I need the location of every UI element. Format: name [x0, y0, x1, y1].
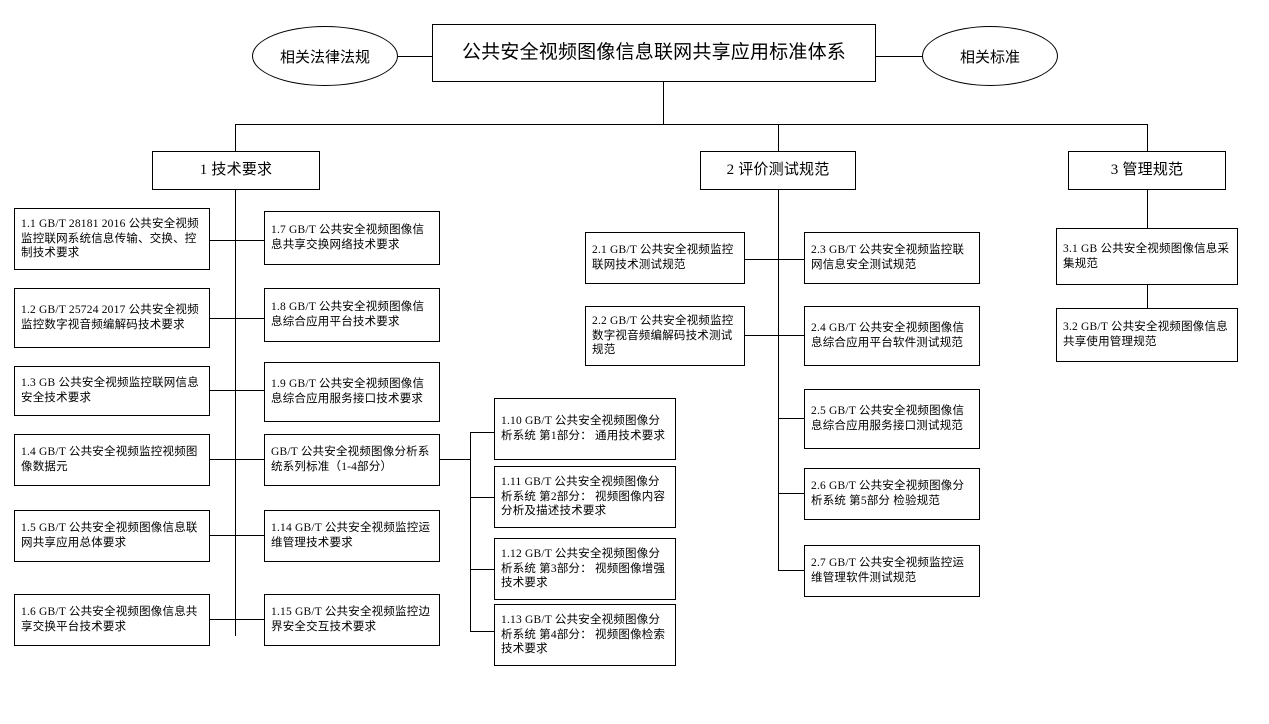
connector-arm-2-1 [745, 259, 779, 260]
connector-drop-branch-1 [235, 124, 236, 151]
connector-root-to-standards [876, 56, 924, 57]
node-2-1[interactable]: 2.1 GB/T 公共安全视频监控联网技术测试规范 [585, 232, 745, 284]
connector-arm-1-6 [210, 619, 236, 620]
connector-drop-3-2 [1147, 285, 1148, 308]
node-1-4[interactable]: 1.4 GB/T 公共安全视频监控视频图像数据元 [14, 434, 210, 486]
connector-arm-1-10 [470, 432, 494, 433]
connector-spine-branch-1 [235, 190, 236, 636]
node-1-8-label: 1.8 GB/T 公共安全视频图像信息综合应用平台技术要求 [271, 301, 425, 328]
node-2-6-label: 2.6 GB/T 公共安全视频图像分析系统 第5部分 检验规范 [811, 480, 965, 507]
node-root-label: 公共安全视频图像信息联网共享应用标准体系 [461, 41, 846, 63]
connector-arm-1-series [235, 459, 264, 460]
node-1-11[interactable]: 1.11 GB/T 公共安全视频图像分析系统 第2部分： 视频图像内容分析及描述… [494, 466, 676, 528]
node-1-7-label: 1.7 GB/T 公共安全视频图像信息共享交换网络技术要求 [271, 224, 425, 251]
node-1-15-label: 1.15 GB/T 公共安全视频监控边界安全交互技术要求 [271, 606, 431, 633]
node-2-7[interactable]: 2.7 GB/T 公共安全视频监控运维管理软件测试规范 [804, 545, 980, 597]
node-1-13[interactable]: 1.13 GB/T 公共安全视频图像分析系统 第4部分： 视频图像检索技术要求 [494, 604, 676, 666]
node-3-1[interactable]: 3.1 GB 公共安全视频图像信息采集规范 [1056, 228, 1238, 285]
connector-drop-branch-3 [1147, 124, 1148, 151]
node-1-11-label: 1.11 GB/T 公共安全视频图像分析系统 第2部分： 视频图像内容分析及描述… [501, 475, 666, 518]
connector-arm-1-13 [470, 631, 494, 632]
connector-arm-2-5 [778, 418, 804, 419]
node-root[interactable]: 公共安全视频图像信息联网共享应用标准体系 [432, 24, 876, 82]
node-1-12[interactable]: 1.12 GB/T 公共安全视频图像分析系统 第3部分： 视频图像增强技术要求 [494, 538, 676, 600]
node-1-6[interactable]: 1.6 GB/T 公共安全视频图像信息共享交换平台技术要求 [14, 594, 210, 646]
connector-spine-analysis [470, 432, 471, 631]
node-1-10-label: 1.10 GB/T 公共安全视频图像分析系统 第1部分： 通用技术要求 [501, 415, 666, 442]
node-2-3-label: 2.3 GB/T 公共安全视频监控联网信息安全测试规范 [811, 244, 965, 271]
node-1-series[interactable]: GB/T 公共安全视频图像分析系统系列标准（1-4部分） [264, 434, 440, 486]
node-1-5-label: 1.5 GB/T 公共安全视频图像信息联网共享应用总体要求 [21, 522, 198, 549]
node-2-1-label: 2.1 GB/T 公共安全视频监控联网技术测试规范 [592, 244, 734, 271]
node-1-15[interactable]: 1.15 GB/T 公共安全视频监控边界安全交互技术要求 [264, 594, 440, 646]
node-1-1-label: 1.1 GB/T 28181 2016 公共安全视频监控联网系统信息传输、交换、… [21, 217, 199, 260]
node-1-2[interactable]: 1.2 GB/T 25724 2017 公共安全视频监控数字视音频编解码技术要求 [14, 288, 210, 348]
node-1-9-label: 1.9 GB/T 公共安全视频图像信息综合应用服务接口技术要求 [271, 378, 425, 405]
node-branch-3-label: 3 管理规范 [1110, 161, 1184, 178]
node-1-7[interactable]: 1.7 GB/T 公共安全视频图像信息共享交换网络技术要求 [264, 211, 440, 265]
node-3-2-label: 3.2 GB/T 公共安全视频图像信息共享使用管理规范 [1063, 321, 1228, 348]
connector-arm-1-12 [470, 569, 494, 570]
connector-arm-1-5 [210, 535, 236, 536]
node-1-8[interactable]: 1.8 GB/T 公共安全视频图像信息综合应用平台技术要求 [264, 288, 440, 342]
connector-arm-2-7 [778, 570, 804, 571]
node-1-2-label: 1.2 GB/T 25724 2017 公共安全视频监控数字视音频编解码技术要求 [21, 304, 199, 331]
node-related-standards[interactable]: 相关标准 [922, 26, 1058, 86]
node-2-4[interactable]: 2.4 GB/T 公共安全视频图像信息综合应用平台软件测试规范 [804, 306, 980, 366]
connector-spine-branch-2 [778, 190, 779, 570]
connector-arm-2-2 [745, 335, 779, 336]
node-2-3[interactable]: 2.3 GB/T 公共安全视频监控联网信息安全测试规范 [804, 232, 980, 284]
connector-level2-bar [235, 124, 1147, 125]
connector-arm-1-11 [470, 497, 494, 498]
node-1-14-label: 1.14 GB/T 公共安全视频监控运维管理技术要求 [271, 522, 431, 549]
node-branch-1[interactable]: 1 技术要求 [152, 151, 320, 190]
connector-arm-1-14 [235, 535, 264, 536]
node-branch-3[interactable]: 3 管理规范 [1068, 151, 1226, 190]
node-3-2[interactable]: 3.2 GB/T 公共安全视频图像信息共享使用管理规范 [1056, 308, 1238, 362]
node-2-4-label: 2.4 GB/T 公共安全视频图像信息综合应用平台软件测试规范 [811, 322, 965, 349]
connector-drop-branch-2 [778, 124, 779, 151]
node-1-14[interactable]: 1.14 GB/T 公共安全视频监控运维管理技术要求 [264, 510, 440, 562]
node-2-2[interactable]: 2.2 GB/T 公共安全视频监控数字视音频编解码技术测试规范 [585, 306, 745, 366]
node-2-6[interactable]: 2.6 GB/T 公共安全视频图像分析系统 第5部分 检验规范 [804, 468, 980, 520]
connector-arm-1-8 [235, 318, 264, 319]
node-1-4-label: 1.4 GB/T 公共安全视频监控视频图像数据元 [21, 446, 198, 473]
connector-drop-3-1 [1147, 190, 1148, 228]
connector-root-stem [663, 82, 664, 124]
connector-arm-1-3 [210, 390, 236, 391]
node-1-1[interactable]: 1.1 GB/T 28181 2016 公共安全视频监控联网系统信息传输、交换、… [14, 208, 210, 270]
node-1-12-label: 1.12 GB/T 公共安全视频图像分析系统 第3部分： 视频图像增强技术要求 [501, 547, 666, 590]
connector-arm-2-4 [778, 335, 804, 336]
node-1-3[interactable]: 1.3 GB 公共安全视频监控联网信息安全技术要求 [14, 366, 210, 416]
connector-arm-2-6 [778, 493, 804, 494]
node-related-laws[interactable]: 相关法律法规 [252, 26, 398, 86]
node-2-5-label: 2.5 GB/T 公共安全视频图像信息综合应用服务接口测试规范 [811, 405, 965, 432]
connector-arm-1-9 [235, 390, 264, 391]
node-3-1-label: 3.1 GB 公共安全视频图像信息采集规范 [1063, 242, 1230, 270]
connector-arm-1-4 [210, 459, 236, 460]
connector-legal-to-root [396, 56, 432, 57]
node-1-5[interactable]: 1.5 GB/T 公共安全视频图像信息联网共享应用总体要求 [14, 510, 210, 562]
connector-arm-1-2 [210, 318, 236, 319]
node-1-3-label: 1.3 GB 公共安全视频监控联网信息安全技术要求 [21, 377, 199, 404]
node-related-laws-label: 相关法律法规 [279, 49, 370, 66]
node-1-6-label: 1.6 GB/T 公共安全视频图像信息共享交换平台技术要求 [21, 606, 198, 633]
connector-series-to-spine [440, 459, 470, 460]
node-2-7-label: 2.7 GB/T 公共安全视频监控运维管理软件测试规范 [811, 557, 965, 584]
node-1-13-label: 1.13 GB/T 公共安全视频图像分析系统 第4部分： 视频图像检索技术要求 [501, 613, 666, 656]
node-1-10[interactable]: 1.10 GB/T 公共安全视频图像分析系统 第1部分： 通用技术要求 [494, 398, 676, 460]
node-related-standards-label: 相关标准 [959, 49, 1020, 66]
node-2-2-label: 2.2 GB/T 公共安全视频监控数字视音频编解码技术测试规范 [592, 314, 734, 357]
node-branch-2-label: 2 评价测试规范 [726, 161, 830, 178]
node-2-5[interactable]: 2.5 GB/T 公共安全视频图像信息综合应用服务接口测试规范 [804, 389, 980, 449]
node-branch-1-label: 1 技术要求 [199, 161, 273, 178]
connector-arm-2-3 [778, 259, 804, 260]
connector-arm-1-1 [210, 240, 236, 241]
connector-arm-1-15 [235, 619, 264, 620]
node-1-series-label: GB/T 公共安全视频图像分析系统系列标准（1-4部分） [271, 446, 430, 473]
connector-arm-1-7 [235, 240, 264, 241]
node-branch-2[interactable]: 2 评价测试规范 [700, 151, 856, 190]
node-1-9[interactable]: 1.9 GB/T 公共安全视频图像信息综合应用服务接口技术要求 [264, 362, 440, 422]
